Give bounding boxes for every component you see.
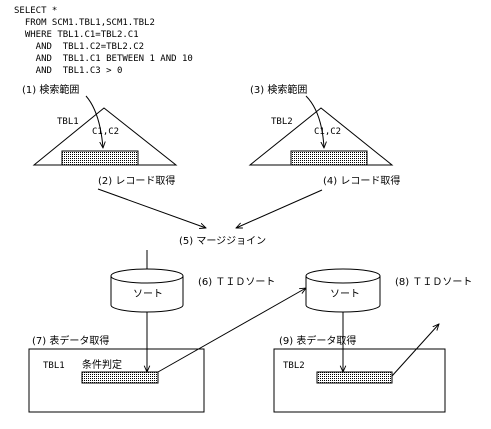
- cylinder-body: [110, 276, 184, 313]
- tid-sort-label: (8) ＴＩＤソート: [395, 277, 472, 288]
- sort-cylinder-left: ソート: [110, 250, 184, 313]
- table-box-tbl2: (9) 表データ取得 TBL2: [273, 312, 446, 413]
- fetched-rows-bar: [81, 371, 159, 384]
- index-tree-tbl1: (1) 検索範囲 TBL1 C1,C2: [22, 83, 178, 166]
- condition-check-label: 条件判定: [82, 358, 122, 371]
- index-columns: C1,C2: [314, 127, 341, 137]
- merge-input-arrow: [97, 188, 206, 228]
- sql-line: AND TBL1.C3 > 0: [14, 66, 122, 76]
- record-fetch-label: (2) レコード取得: [98, 175, 175, 187]
- index-tree-tbl2: (3) 検索範囲 TBL2 C1,C2: [248, 83, 394, 166]
- table-name: TBL1: [57, 117, 79, 127]
- sort-label: ソート: [133, 289, 163, 300]
- table-fetch-label: (7) 表データ取得: [32, 334, 109, 347]
- sql-line: SELECT *: [14, 6, 57, 16]
- sql-line: FROM SCM1.TBL1,SCM1.TBL2: [14, 18, 155, 28]
- sql-line: WHERE TBL1.C1=TBL2.C1: [14, 30, 139, 40]
- table-name: TBL1: [43, 361, 65, 371]
- cylinder-body: [305, 276, 381, 313]
- table-box: [28, 348, 205, 413]
- merge-input-arrow: [236, 189, 323, 228]
- search-arrow: [85, 95, 103, 148]
- tid-sort-label: (6) ＴＩＤソート: [198, 277, 275, 288]
- cylinder-top: [110, 268, 184, 284]
- search-range-label: (1) 検索範囲: [22, 83, 79, 96]
- record-fetch-label: (4) レコード取得: [323, 175, 400, 187]
- sort-cylinder-right: ソート: [305, 268, 381, 313]
- sql-line: AND TBL1.C1 BETWEEN 1 AND 10: [14, 54, 193, 64]
- index-columns: C1,C2: [92, 127, 119, 137]
- search-range-label: (3) 検索範囲: [250, 83, 307, 96]
- cylinder-top: [305, 268, 381, 284]
- merge-join-label: (5) マージジョイン: [179, 236, 266, 247]
- search-range-bar: [290, 150, 368, 166]
- table-name: TBL2: [283, 361, 305, 371]
- fetched-rows-bar: [316, 371, 393, 384]
- output-arrow: [391, 324, 439, 377]
- search-range-bar: [61, 150, 139, 166]
- table-name: TBL2: [271, 117, 293, 127]
- sql-line: AND TBL1.C2=TBL2.C2: [14, 42, 144, 52]
- table-box: [273, 348, 446, 413]
- sql-statement: SELECT * FROM SCM1.TBL1,SCM1.TBL2 WHERE …: [14, 6, 193, 76]
- to-sort-arrow: [157, 288, 306, 373]
- table-box-tbl1: (7) 表データ取得 TBL1 条件判定: [28, 312, 205, 413]
- search-arrow: [305, 95, 324, 148]
- sort-label: ソート: [330, 289, 360, 300]
- table-fetch-label: (9) 表データ取得: [279, 334, 356, 347]
